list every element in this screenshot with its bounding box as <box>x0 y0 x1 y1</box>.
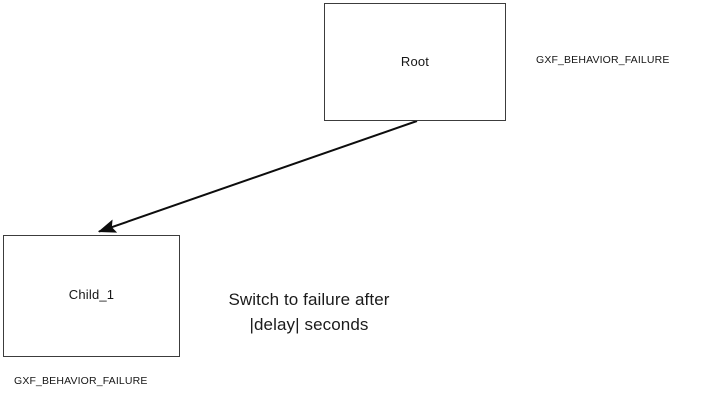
node-child-1-status-label: GXF_BEHAVIOR_FAILURE <box>14 375 148 387</box>
transition-note-line-2: |delay| seconds <box>249 315 369 334</box>
node-root[interactable]: Root <box>324 3 506 121</box>
node-root-label: Root <box>400 53 430 69</box>
node-child-1-label: Child_1 <box>68 286 115 302</box>
node-root-status-label: GXF_BEHAVIOR_FAILURE <box>536 54 670 66</box>
transition-note: Switch to failure after |delay| seconds <box>204 287 414 337</box>
node-child-1[interactable]: Child_1 <box>3 235 180 357</box>
edge-root-to-child1 <box>97 120 418 233</box>
transition-note-line-1: Switch to failure after <box>228 290 390 309</box>
